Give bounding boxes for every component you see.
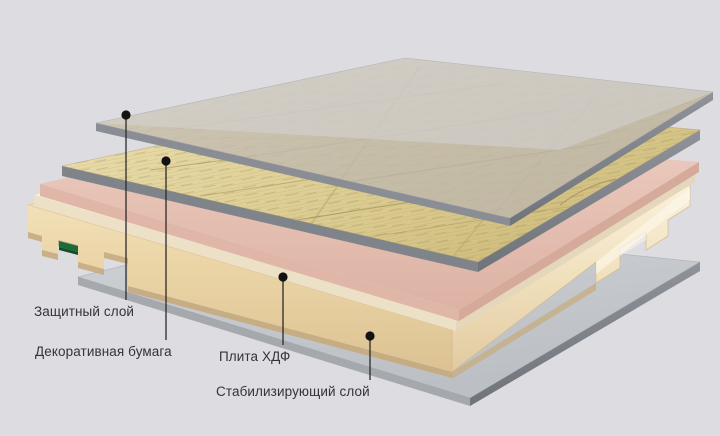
callout-dot-decorative-paper [161, 156, 171, 166]
callout-leader-protective-layer [121, 110, 131, 300]
callout-label-protective-layer: Защитный слой [34, 304, 135, 319]
callout-leader-decorative-paper [161, 156, 171, 340]
callout-label-decorative-paper: Декоративная бумага [35, 344, 172, 359]
callout-label-stabilizing-layer: Стабилизирующий слой [216, 384, 370, 399]
callout-leaders [121, 110, 375, 380]
callout-dot-stabilizing-layer [365, 331, 375, 341]
callout-label-hdf-board: Плита ХДФ [219, 349, 291, 364]
callout-leader-hdf-board [278, 272, 288, 345]
callout-dot-protective-layer [121, 110, 131, 120]
callout-dot-hdf-board [278, 272, 288, 282]
callout-leader-stabilizing-layer [365, 331, 375, 380]
